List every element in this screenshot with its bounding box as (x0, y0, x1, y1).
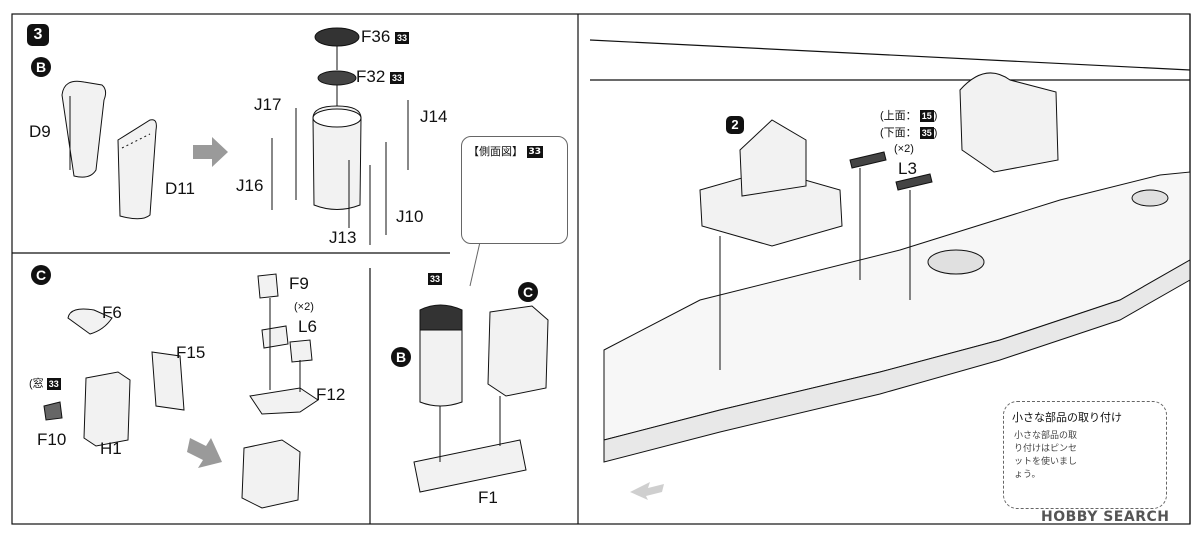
label-f12: F12 (316, 385, 346, 404)
paint-code-tower: 33 (428, 273, 443, 285)
assembly-arrow-2 (187, 438, 222, 468)
paint-code-35: 35 (919, 127, 934, 139)
window-note: (窓 33 (29, 378, 61, 390)
side-view-text: 【側面図】 (468, 145, 523, 158)
part-d9-d11 (61, 80, 157, 220)
label-d9: D9 (29, 122, 51, 141)
label-f10: F10 (37, 430, 67, 449)
label-f32: F32 33 (356, 67, 405, 86)
paint-code-33: 33 (395, 31, 410, 44)
top-face-close: ) (933, 109, 938, 122)
step-3-badge: 3 (27, 24, 49, 46)
top-face-note: (上面： 15) (880, 110, 937, 122)
subassembly-c-marker: C (31, 265, 51, 285)
label-h1: H1 (100, 439, 122, 458)
label-j17: J17 (254, 95, 282, 114)
label-l6-qty: (×2) (294, 301, 314, 313)
watermark: HOBBY SEARCH (1041, 509, 1170, 525)
label-f32-text: F32 (356, 67, 386, 86)
paint-code-33: 33 (46, 378, 61, 390)
small-parts-tip: 小さな部品の取り付け 小さな部品の取り付けはピンセットを使いましょう。 (1003, 401, 1167, 509)
callout-pointer (469, 241, 481, 287)
part-assembled-tower (413, 304, 549, 493)
part-f6-f15-h1 (43, 308, 185, 447)
direction-arrow (630, 482, 664, 500)
ship-hull (603, 171, 1191, 463)
part-f9-l6-f12 (241, 273, 319, 509)
label-j10: J10 (396, 207, 424, 226)
label-f36-text: F36 (361, 27, 391, 46)
tip-body: 小さな部品の取り付けはピンセットを使いましょう。 (1014, 431, 1078, 480)
paint-code-15: 15 (919, 110, 934, 122)
label-l3: L3 (898, 159, 917, 178)
side-view-callout: 【側面図】 33 (461, 136, 568, 244)
label-d11: D11 (165, 179, 195, 198)
tower-f36-f32 (271, 27, 409, 245)
label-j16: J16 (236, 176, 264, 195)
top-face-text: (上面： (880, 109, 917, 122)
bottom-face-close: ) (933, 126, 938, 139)
bridge-assembly (699, 72, 1059, 370)
label-j14: J14 (420, 107, 448, 126)
window-note-text: (窓 (29, 377, 44, 390)
subassembly-b-marker-2: B (391, 347, 411, 367)
paint-code-33: 33 (390, 71, 405, 84)
step-2-badge: 2 (726, 116, 744, 134)
label-f36: F36 33 (361, 27, 410, 46)
label-l3-qty: (×2) (894, 143, 914, 155)
paint-code-33: 33 (428, 273, 443, 285)
assembly-arrow-1 (193, 137, 228, 167)
tip-title: 小さな部品の取り付け (1012, 411, 1122, 424)
label-f15: F15 (176, 343, 206, 362)
subassembly-b-marker: B (31, 57, 51, 77)
label-f1: F1 (478, 488, 498, 507)
label-f6: F6 (102, 303, 122, 322)
bottom-face-note: (下面： 35) (880, 127, 937, 139)
label-j13: J13 (329, 228, 357, 247)
paint-code-33: 33 (526, 146, 544, 158)
side-view-title: 【側面図】 33 (468, 143, 544, 159)
bottom-face-text: (下面： (880, 126, 917, 139)
label-f9: F9 (289, 274, 309, 293)
label-l6: L6 (298, 317, 317, 336)
subassembly-c-marker-2: C (518, 282, 538, 302)
